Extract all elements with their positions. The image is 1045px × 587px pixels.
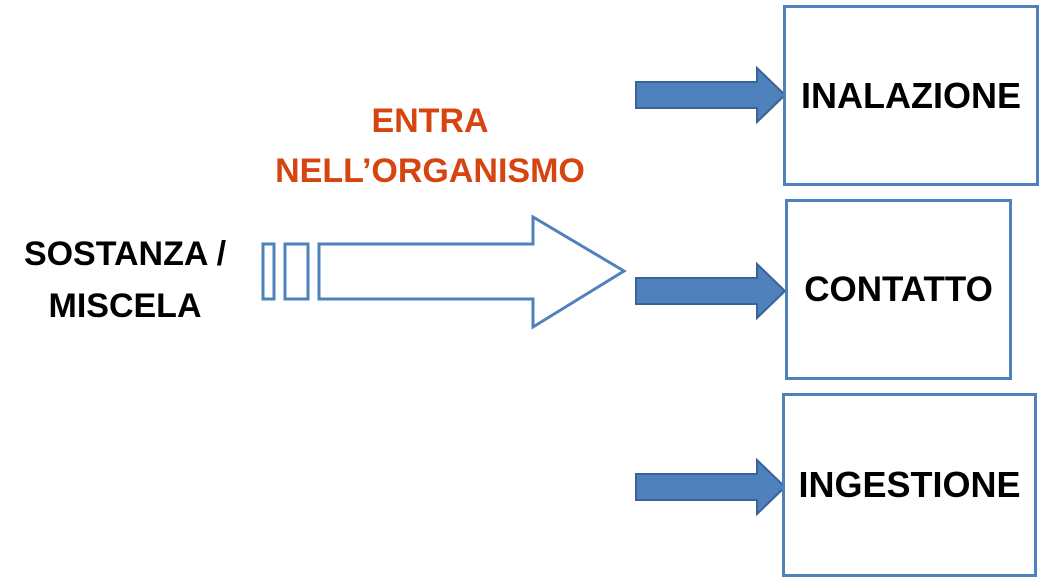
source-label: SOSTANZA / MISCELA	[10, 228, 240, 332]
source-label-line2: MISCELA	[48, 287, 202, 325]
process-label: ENTRA NELL’ORGANISMO	[250, 96, 610, 196]
big-hollow-arrow	[317, 214, 627, 330]
route-label-inalazione: INALAZIONE	[801, 74, 1021, 116]
arrow-to-contatto	[635, 261, 787, 321]
arrow-to-inalazione	[635, 65, 787, 125]
source-label-line1: SOSTANZA /	[23, 235, 227, 273]
route-box-ingestione: INGESTIONE	[782, 393, 1037, 577]
big-arrow-tail-stripe-2	[283, 242, 310, 301]
process-label-line2: NELL’ORGANISMO	[275, 152, 585, 190]
route-label-contatto: CONTATTO	[804, 269, 993, 309]
process-label-line1: ENTRA	[371, 102, 489, 140]
route-box-inalazione: INALAZIONE	[783, 5, 1039, 186]
route-box-contatto: CONTATTO	[785, 199, 1012, 380]
arrow-to-ingestione	[635, 457, 787, 517]
big-arrow-tail-stripe-1	[261, 242, 276, 301]
route-label-ingestione: INGESTIONE	[798, 464, 1021, 505]
